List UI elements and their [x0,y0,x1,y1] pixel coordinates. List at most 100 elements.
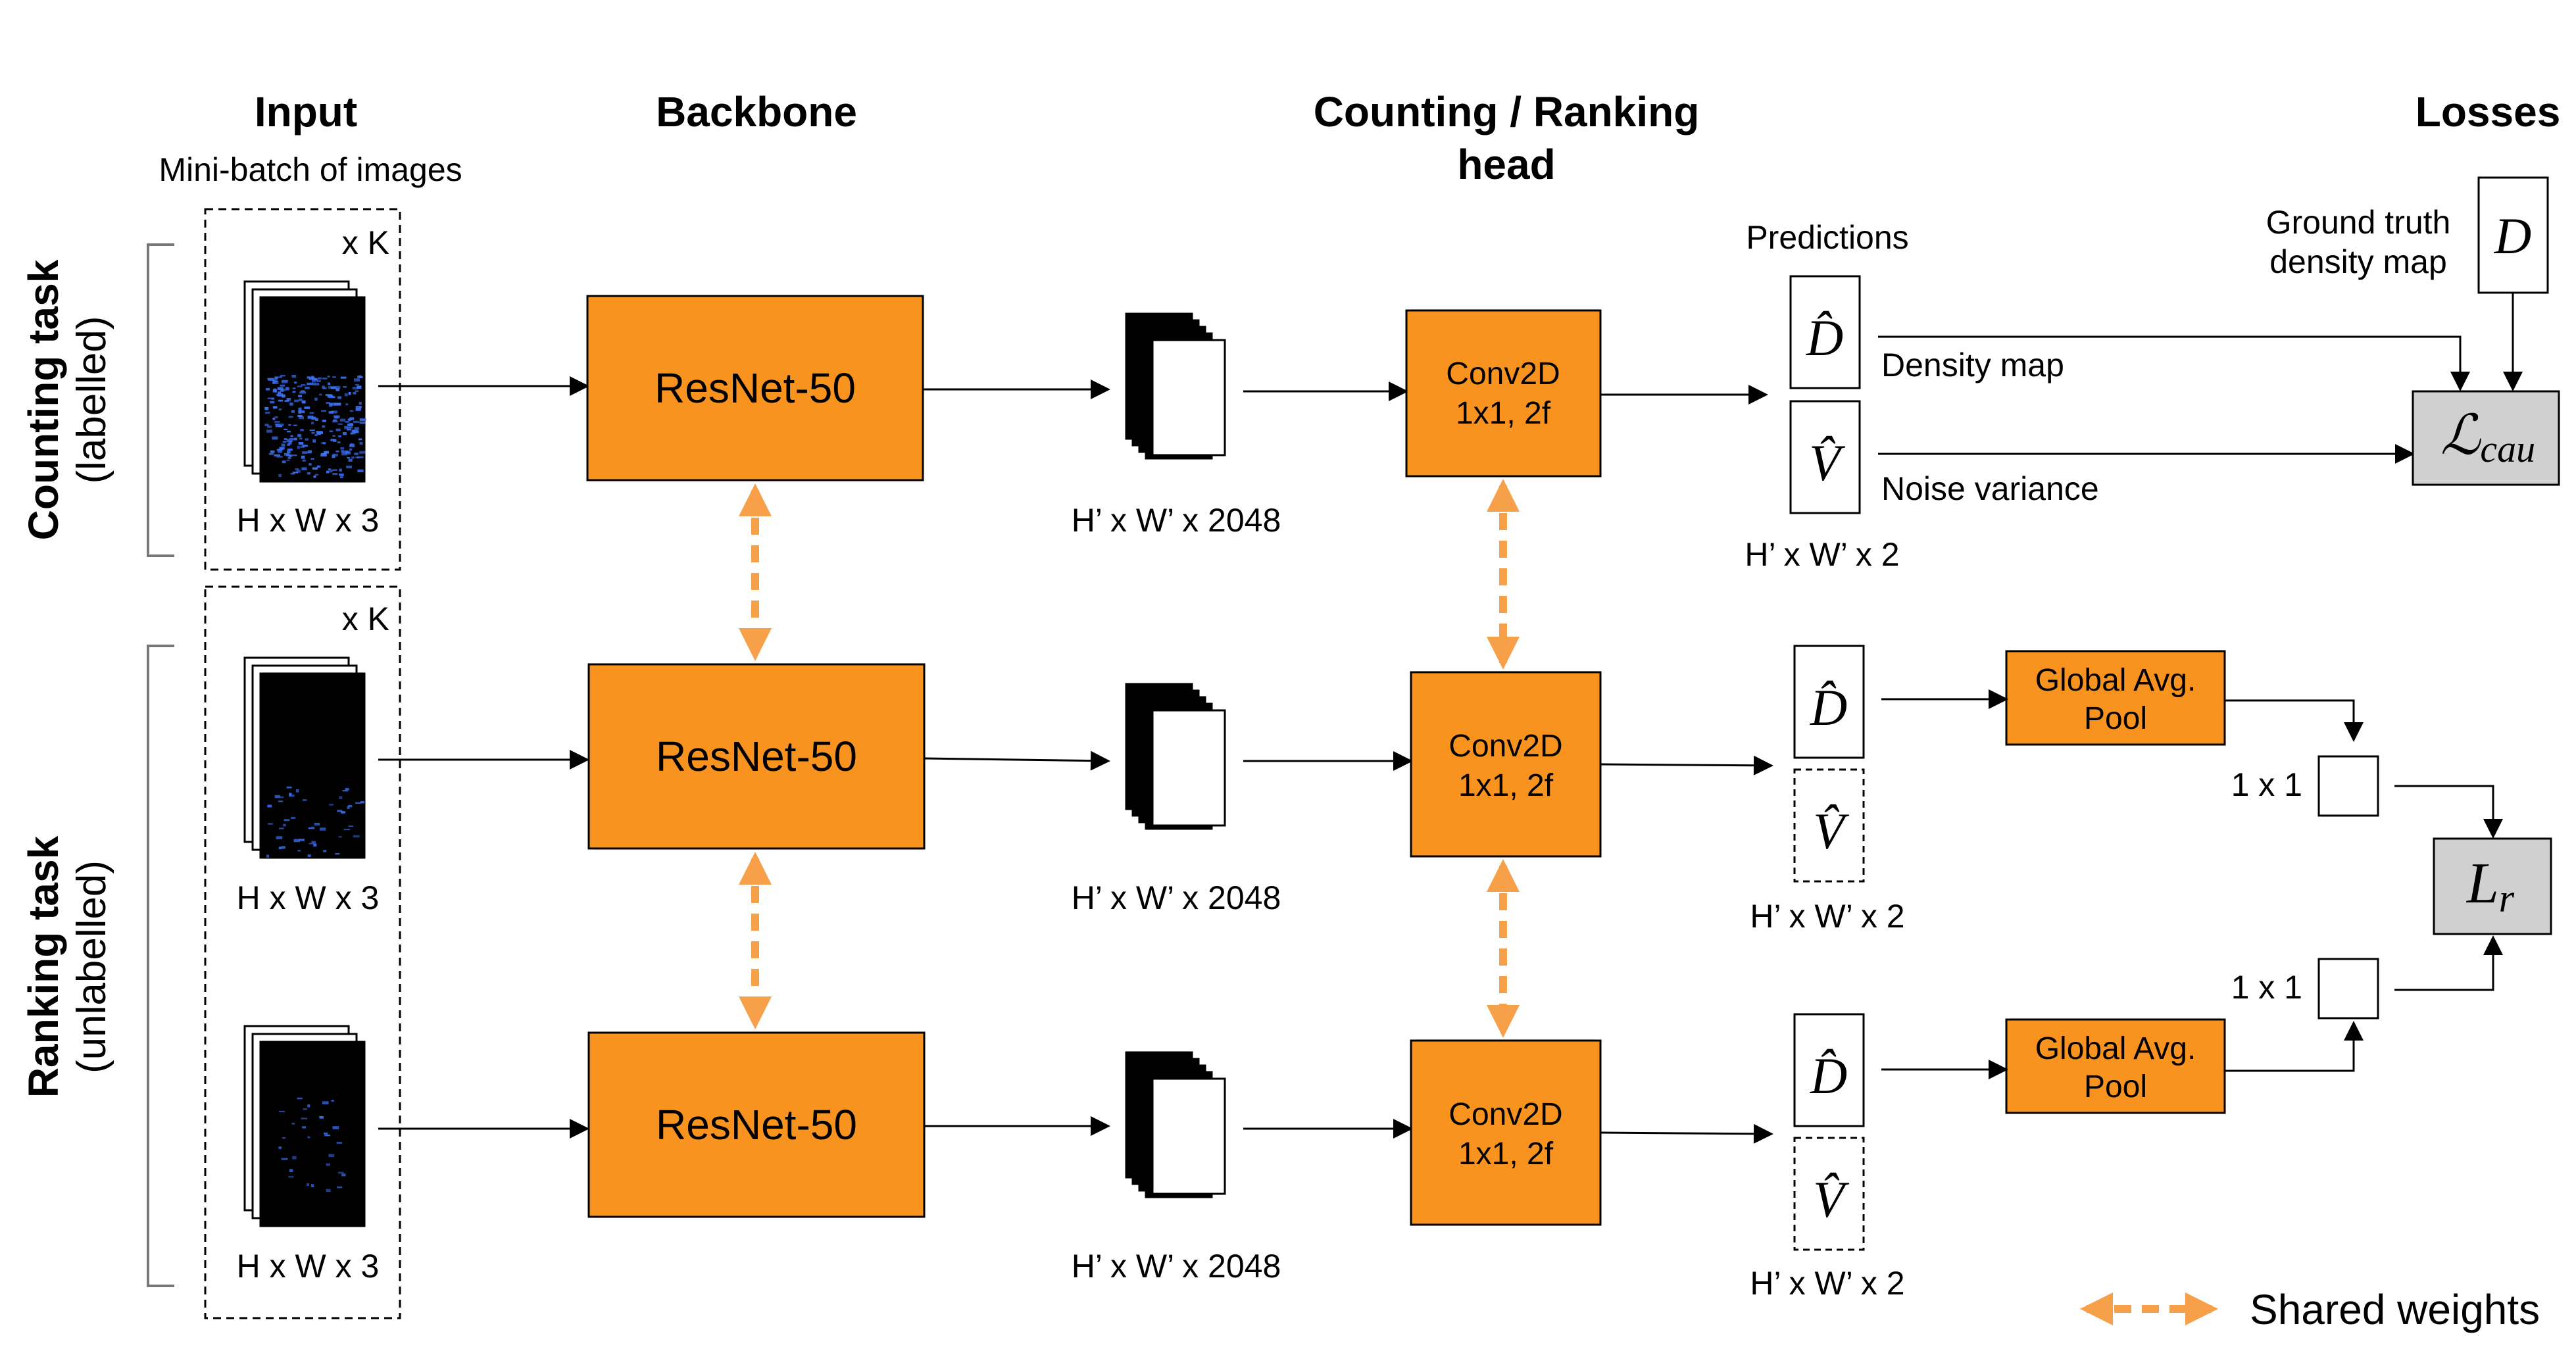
density-prediction-box [1793,1013,1865,1127]
arrow-scalar-to-loss-r [2394,785,2503,839]
image-speckle [279,827,284,829]
density-hat-symbol: D̂ [1810,679,1847,736]
backbone-box-1: ResNet-50 [586,295,924,481]
image-speckle [342,450,349,454]
image-speckle [353,835,360,838]
image-speckle [298,398,303,402]
image-speckle [311,841,316,843]
image-speckle [278,451,282,453]
image-speckle [353,392,357,395]
image-speckle [313,843,317,847]
image-speckle [351,431,356,435]
image-speckle [359,451,366,454]
header-input: Input [255,88,357,135]
image-speckle [321,453,327,456]
header-head-line1: Counting / Ranking [1314,88,1700,135]
image-speckle [349,448,353,451]
image-speckle [314,397,318,401]
image-speckle [288,416,293,418]
image-speckle [282,460,286,464]
conv-box-1: Conv2D 1x1, 2f [1405,309,1602,478]
image-dims-counting: H x W x 3 [237,502,380,539]
image-speckle [300,445,305,448]
image-speckle [340,376,347,379]
image-speckle [311,1184,314,1188]
image-speckle [349,444,355,448]
image-speckle [354,378,360,382]
image-speckle [299,391,307,394]
image-speckle [332,1126,339,1129]
image-speckle [302,451,308,454]
image-speckle [291,1123,295,1125]
image-speckle [312,467,318,470]
backbone-box-3: ResNet-50 [587,1031,926,1218]
image-speckle [286,459,290,461]
global-avg-pool-box-1: Global Avg. Pool [2005,650,2226,746]
header-backbone: Backbone [656,88,857,135]
image-speckle [274,421,280,423]
image-speckle [287,443,291,446]
global-avg-pool-box-2: Global Avg. Pool [2005,1018,2226,1114]
image-speckle [276,836,283,839]
image-speckle [266,854,269,858]
predictions-title: Predictions [1746,219,1908,256]
image-speckle [337,441,341,443]
image-speckle [345,788,349,791]
image-speckle [316,465,321,468]
image-speckle [310,376,314,379]
image-speckle [307,450,312,454]
variance-hat-symbol: V̂ [1813,802,1850,860]
image-speckle [309,843,315,845]
image-speckle [276,455,283,458]
variance-prediction-box-unused [1793,768,1865,883]
backbone-label: ResNet-50 [656,733,857,780]
image-speckle [292,387,296,389]
image-stack-counting [243,280,366,483]
image-speckle [307,382,314,385]
image-speckle [272,417,276,420]
image-speckle [328,468,332,470]
image-speckle [290,435,293,437]
image-speckle [298,395,303,397]
image-speckle [340,476,343,478]
gap-label-line1: Global Avg. [2035,1031,2196,1066]
image-speckle [316,431,323,434]
side-label-counting-sub: (labelled) [69,316,114,483]
image-speckle [322,425,326,428]
scalar-box-2 [2317,958,2379,1019]
image-speckle [302,445,308,447]
image-speckle [298,407,302,411]
image-speckle [291,454,297,456]
image-speckle [341,1173,346,1177]
variance-hat-symbol: V̂ [1813,1171,1850,1228]
density-prediction-box [1789,275,1861,389]
feature-dims-3: H’ x W’ x 2048 [1072,1248,1281,1285]
image-speckle [328,385,335,389]
image-speckle [296,470,301,473]
image-speckle [288,441,292,445]
image-speckle [274,424,280,426]
header-head-line2: head [1457,141,1555,188]
image-speckle [288,1175,294,1178]
arrow-backbone-to-features [924,750,1110,771]
image-speckle [339,474,344,476]
image-speckle [286,786,292,789]
image-speckle [355,408,361,411]
loss-cau-sub: cau [2480,428,2535,470]
image-speckle [355,383,359,386]
image-speckle [334,415,340,418]
density-map-label: Density map [1881,347,2064,383]
image-dims-ranking-2: H x W x 3 [237,1248,380,1285]
image-speckle [280,384,285,387]
loss-cau-symbol: ℒcau [2440,405,2535,470]
image-speckle [297,433,302,437]
image-speckle [297,385,303,387]
image-speckle [335,428,341,431]
image-speckle [287,430,291,433]
arrow-density-to-loss [1878,335,2470,391]
image-speckle [274,454,280,456]
image-speckle [337,1171,344,1174]
image-speckle [338,836,342,838]
image-speckle [319,393,322,396]
image-speckle [312,380,316,383]
